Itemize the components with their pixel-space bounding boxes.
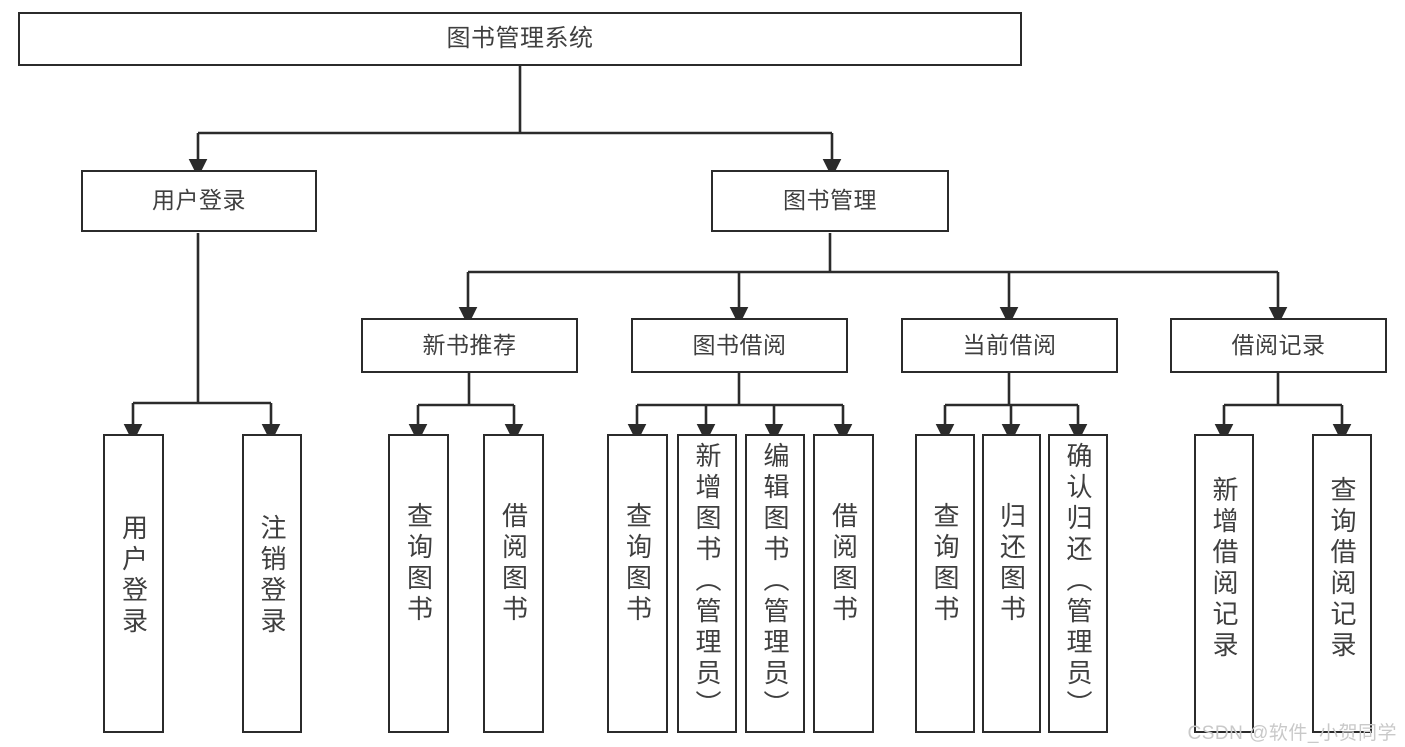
node-book-borrow[interactable]: 图书借阅 [631,318,848,373]
node-leaf-confirm-return-label: 确认归还（管理员） [1063,442,1093,721]
csdn-watermark: CSDN @软件_小贺同学 [1187,723,1397,744]
node-leaf-query-book-3[interactable]: 查询图书 [915,434,975,733]
node-book-management-label: 图书管理 [783,187,877,214]
node-leaf-query-book-2[interactable]: 查询图书 [607,434,668,733]
node-leaf-add-record[interactable]: 新增借阅记录 [1194,434,1254,733]
node-new-book-recommend-label: 新书推荐 [422,331,517,358]
node-borrow-record[interactable]: 借阅记录 [1170,318,1387,373]
node-leaf-borrow-book-2[interactable]: 借阅图书 [813,434,874,733]
node-root-system-label: 图书管理系统 [446,24,594,52]
node-leaf-borrow-book-1-label: 借阅图书 [498,502,529,626]
node-leaf-borrow-book-1[interactable]: 借阅图书 [483,434,544,733]
node-leaf-query-book-1[interactable]: 查询图书 [388,434,449,733]
node-current-borrow-label: 当前借阅 [962,331,1057,358]
node-leaf-add-record-label: 新增借阅记录 [1209,476,1239,662]
node-current-borrow[interactable]: 当前借阅 [901,318,1118,373]
node-book-borrow-label: 图书借阅 [692,331,787,358]
node-leaf-query-record[interactable]: 查询借阅记录 [1312,434,1372,733]
node-leaf-user-login[interactable]: 用户登录 [103,434,164,733]
node-user-login[interactable]: 用户登录 [81,170,317,232]
node-leaf-logout-login-label: 注销登录 [257,514,287,638]
node-leaf-edit-book-label: 编辑图书（管理员） [760,442,790,721]
node-leaf-query-book-1-label: 查询图书 [403,502,434,626]
node-root-system[interactable]: 图书管理系统 [18,12,1022,66]
node-new-book-recommend[interactable]: 新书推荐 [361,318,578,373]
node-borrow-record-label: 借阅记录 [1231,331,1326,358]
node-leaf-logout-login[interactable]: 注销登录 [242,434,302,733]
node-leaf-confirm-return[interactable]: 确认归还（管理员） [1048,434,1108,733]
node-leaf-edit-book[interactable]: 编辑图书（管理员） [745,434,805,733]
node-leaf-borrow-book-2-label: 借阅图书 [828,502,859,626]
node-leaf-add-book-label: 新增图书（管理员） [692,442,722,721]
node-leaf-query-book-2-label: 查询图书 [622,502,653,626]
node-leaf-return-book[interactable]: 归还图书 [982,434,1041,733]
node-leaf-query-record-label: 查询借阅记录 [1327,476,1357,662]
node-leaf-user-login-label: 用户登录 [118,514,149,638]
node-leaf-add-book[interactable]: 新增图书（管理员） [677,434,737,733]
node-leaf-return-book-label: 归还图书 [996,502,1027,626]
node-leaf-query-book-3-label: 查询图书 [930,502,960,626]
node-user-login-label: 用户登录 [152,187,246,214]
node-book-management[interactable]: 图书管理 [711,170,949,232]
